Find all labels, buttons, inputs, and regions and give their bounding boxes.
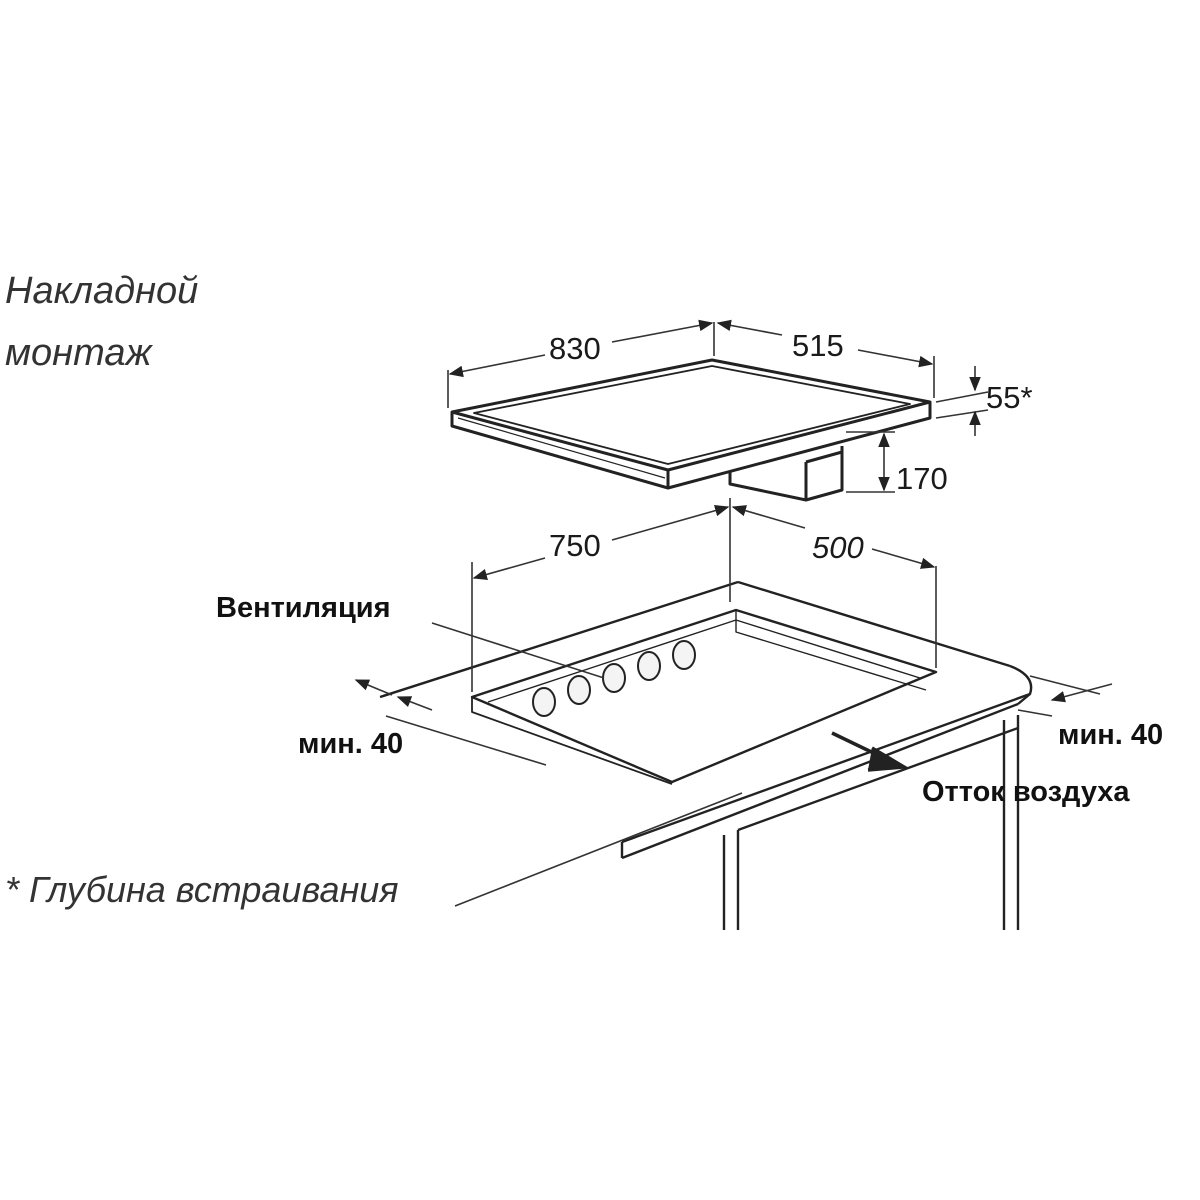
hob-width-label: 830 (549, 331, 601, 366)
footnote: * Глубина встраивания (5, 869, 399, 910)
airflow-arrow (831, 731, 910, 772)
hob-depth-label: 515 (792, 328, 844, 363)
hob-body-height-label: 170 (896, 461, 948, 496)
title-line-1: Накладной (5, 270, 199, 312)
countertop-outline (379, 580, 1033, 930)
hob-dimension-lines (447, 319, 989, 493)
airflow-label: Отток воздуха (922, 776, 1130, 808)
hob-thickness-label: 55* (986, 380, 1033, 415)
min-clearance-left-label: мин. 40 (298, 728, 404, 760)
title-line-2: монтаж (5, 332, 152, 374)
cutout-dimension-lines (354, 498, 1113, 907)
hob-outline (450, 358, 932, 502)
min-clearance-right-label: мин. 40 (1058, 719, 1164, 751)
cutout-depth-label: 500 (812, 530, 864, 565)
cutout-width-label: 750 (549, 528, 601, 563)
ventilation-label: Вентиляция (216, 592, 391, 624)
ventilation-holes (532, 640, 696, 717)
